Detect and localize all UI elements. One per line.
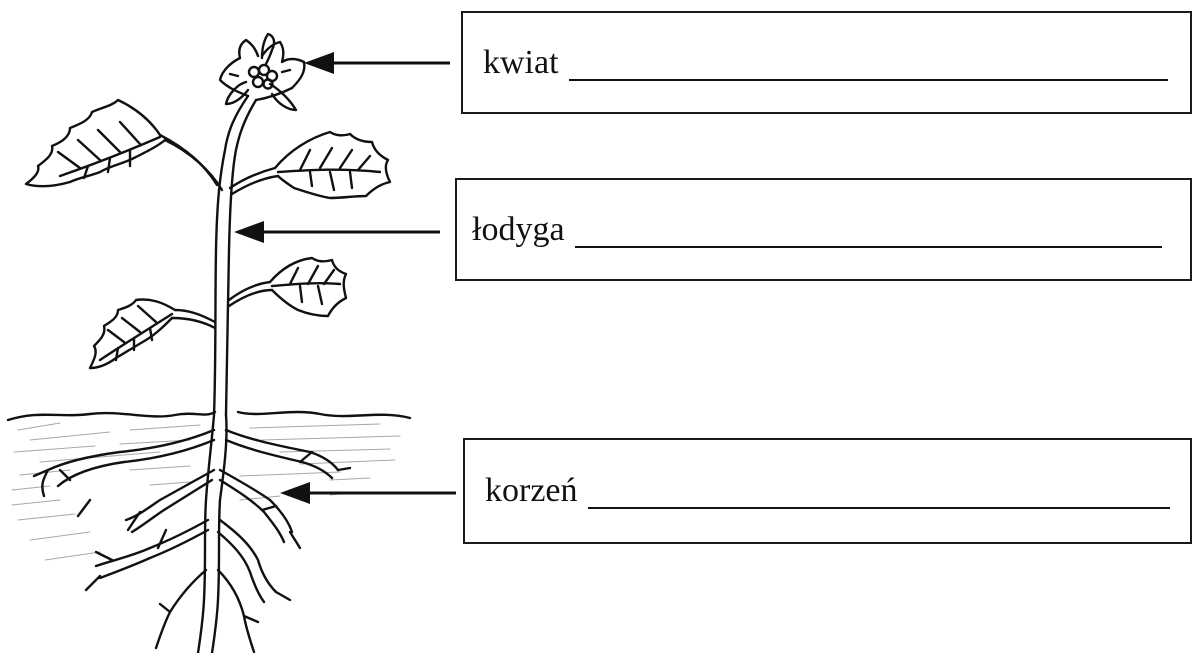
answer-line-flower[interactable] bbox=[568, 51, 1168, 81]
leaf-upper-left bbox=[24, 98, 224, 192]
label-stem: łodyga bbox=[472, 210, 565, 248]
answer-line-stem[interactable] bbox=[574, 218, 1162, 248]
stem-right-edge bbox=[224, 98, 258, 417]
roots bbox=[32, 413, 352, 653]
stem-left-edge bbox=[212, 94, 250, 417]
arrow-to-root bbox=[280, 482, 456, 504]
label-box-root: korzeń bbox=[463, 438, 1192, 544]
leaf-middle-right bbox=[227, 256, 348, 318]
label-root: korzeń bbox=[485, 472, 578, 509]
arrow-to-flower bbox=[304, 52, 450, 74]
label-box-flower: kwiat bbox=[461, 11, 1192, 114]
leaf-middle-left bbox=[88, 298, 217, 370]
label-flower: kwiat bbox=[483, 43, 559, 81]
label-box-stem: łodyga bbox=[455, 178, 1192, 281]
flower-drawing bbox=[218, 32, 306, 112]
plant-illustration bbox=[6, 32, 412, 653]
arrow-to-stem bbox=[234, 221, 440, 243]
soil-line bbox=[6, 410, 412, 422]
answer-line-root[interactable] bbox=[587, 479, 1170, 509]
leaf-upper-right bbox=[228, 130, 392, 200]
